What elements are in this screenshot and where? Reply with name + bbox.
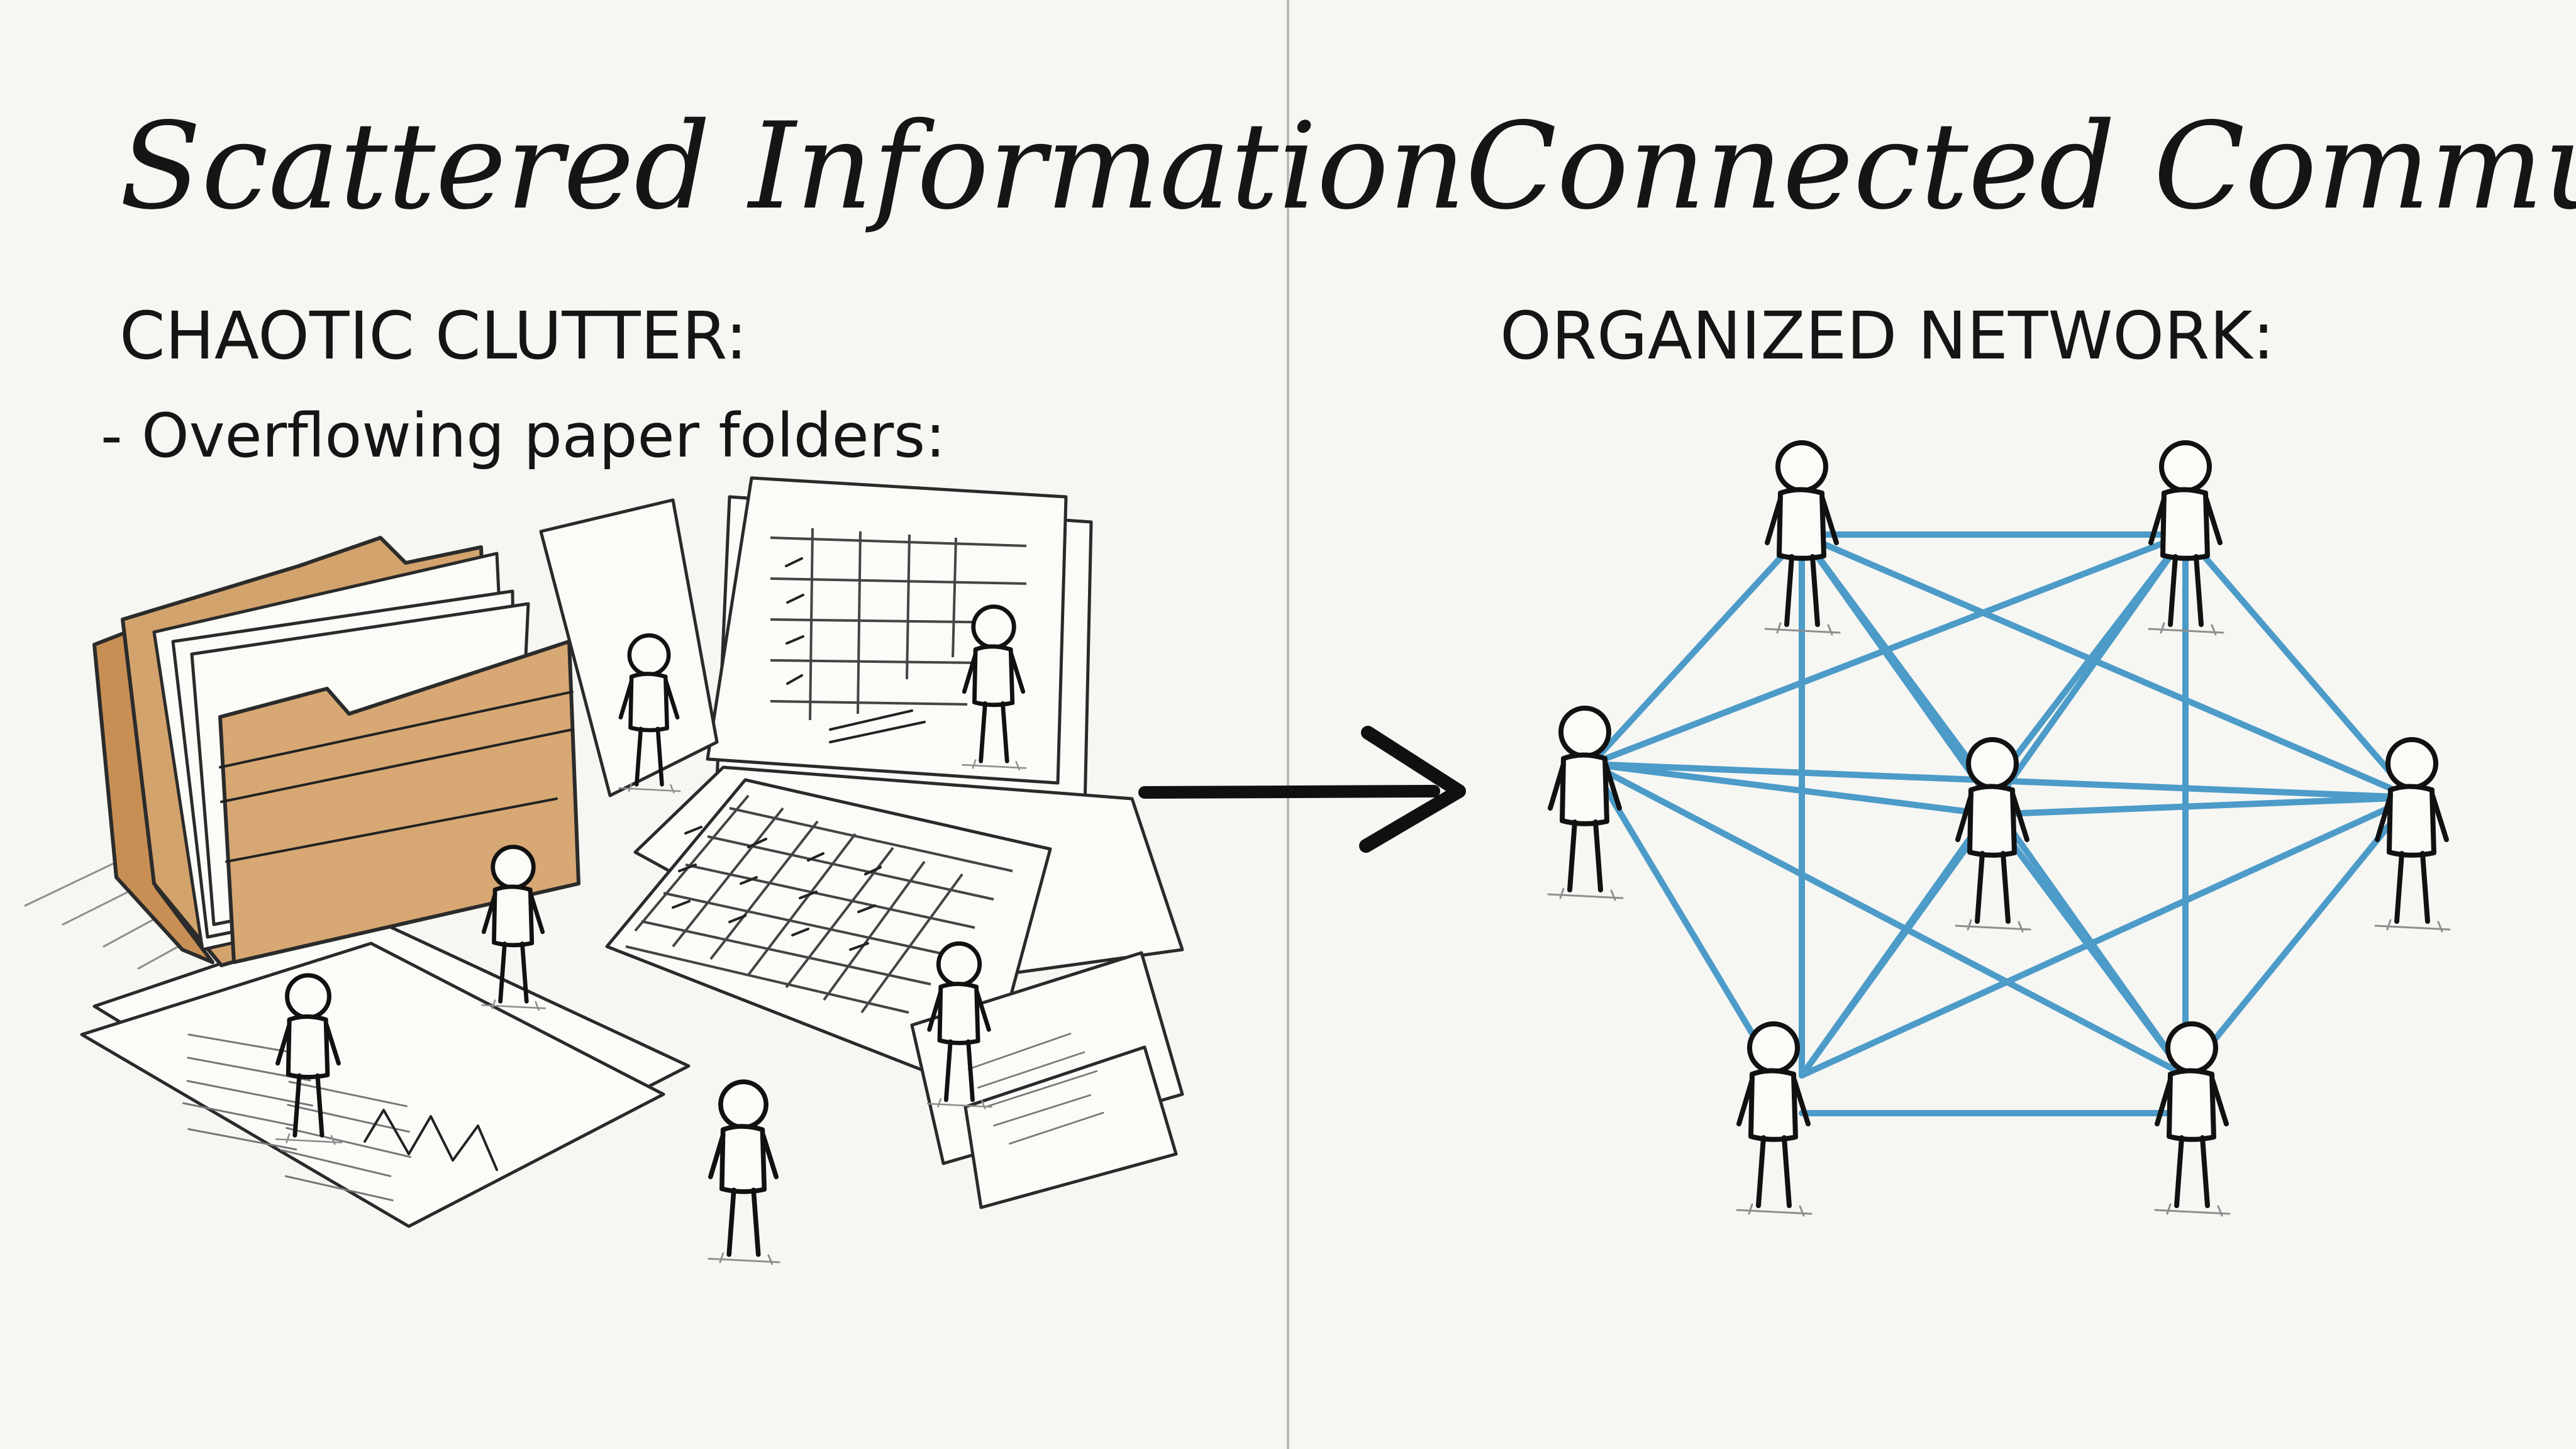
organized-network-illustration	[1548, 443, 2450, 1216]
right-panel-title: Connected Community	[1465, 97, 2576, 236]
left-panel-subtitle: CHAOTIC CLUTTER:	[119, 297, 747, 374]
person-icon	[2375, 740, 2450, 931]
arrow-right-icon	[1138, 726, 1466, 853]
left-panel-bullet: - Overflowing paper folders:	[101, 401, 946, 471]
table-document-middle	[625, 794, 1013, 1014]
scattered-documents-illustration	[24, 476, 1184, 1264]
person-icon	[709, 1082, 779, 1264]
right-panel-subtitle: ORGANIZED NETWORK:	[1500, 297, 2275, 374]
folder-icon	[92, 536, 580, 967]
left-panel-title: Scattered Information	[119, 97, 1466, 236]
table-document-top	[770, 528, 1027, 743]
person-icon	[2155, 1024, 2229, 1216]
left-panel: Scattered Information CHAOTIC CLUTTER: -…	[24, 97, 1466, 1264]
right-panel: Connected Community ORGANIZED NETWORK:	[1465, 97, 2576, 1216]
